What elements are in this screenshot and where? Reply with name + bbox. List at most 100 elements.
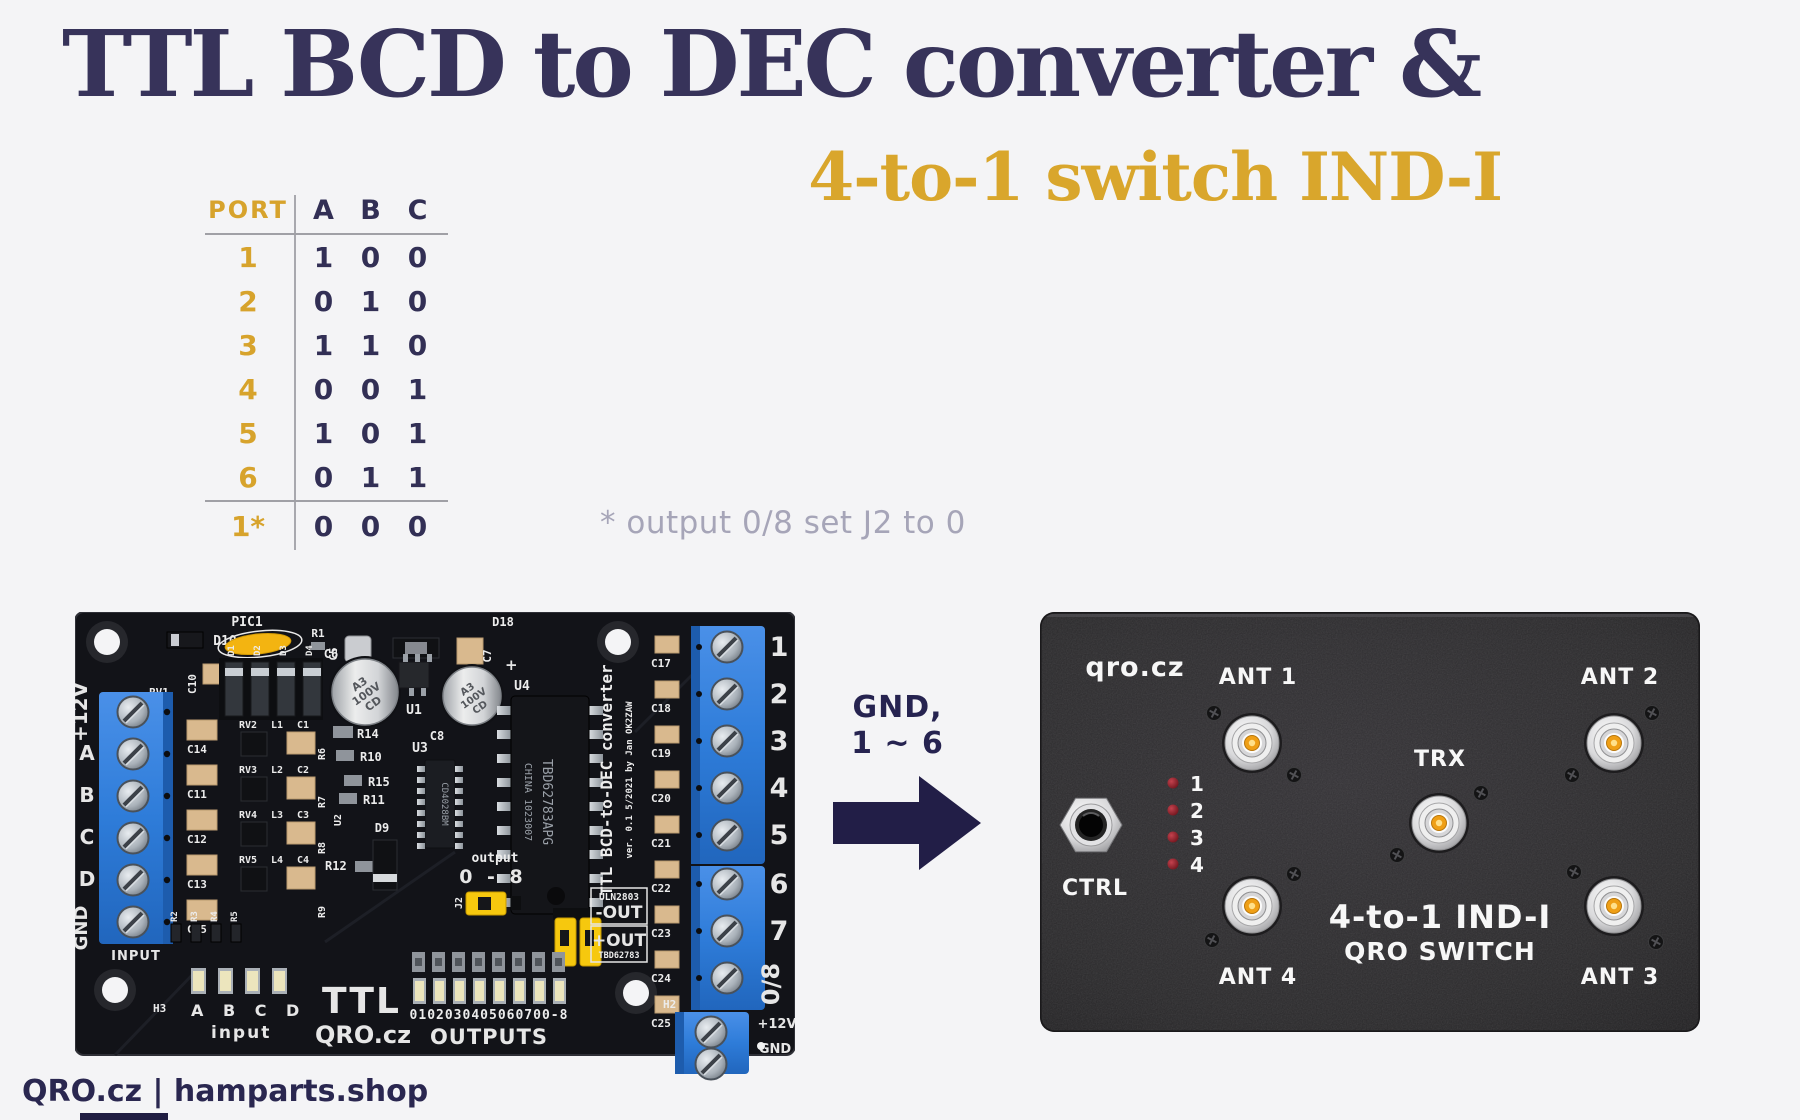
silk-label: R4 — [210, 911, 220, 922]
bit-b: 1 — [360, 284, 381, 318]
silk-label: +OUT — [592, 931, 647, 951]
screw — [1205, 704, 1223, 722]
regulator-u1 — [398, 654, 432, 696]
bit-c: 1 — [407, 416, 428, 450]
output-led-row — [413, 978, 566, 1004]
silk-label: R9 — [317, 906, 328, 918]
diode-band — [171, 634, 179, 646]
bcd-truth-table: PORT A B C 1 1 0 0 2 0 1 0 3 1 1 0 4 0 0… — [202, 188, 462, 550]
ant4-connector — [1221, 875, 1283, 937]
bit-c: 1 — [407, 372, 428, 406]
silk-label: D1 — [227, 645, 237, 656]
led-indicator-column — [1167, 777, 1179, 870]
model-label: 4-to-1 IND-I — [1329, 898, 1552, 936]
silk-label: C18 — [651, 702, 671, 715]
ctrl-jack — [1059, 797, 1123, 853]
silk-label: D3 — [279, 645, 289, 656]
table-footnote: * output 0/8 set J2 to 0 — [600, 505, 966, 541]
output-pin-label: 0/8 — [757, 963, 785, 1005]
led-label: 1 — [1190, 772, 1205, 796]
col-header-a: A — [313, 194, 334, 226]
trx-connector — [1408, 792, 1470, 854]
input-terminal-block — [99, 692, 173, 944]
port-value: 1* — [230, 509, 266, 543]
silk-label: C4 — [297, 855, 309, 866]
silk-label: U2 — [333, 814, 344, 826]
silk-label: C2 — [297, 765, 309, 776]
silk-label: U4 — [514, 679, 530, 694]
output-pin-label: 2 — [770, 679, 789, 710]
ant1-connector — [1221, 712, 1283, 774]
silk-label: D2 — [253, 645, 263, 656]
driver-silk-box — [590, 887, 648, 963]
silk-label: R11 — [363, 793, 385, 807]
silk-label: R10 — [360, 750, 382, 764]
table-row-default: 1* 0 0 0 — [202, 504, 462, 548]
output-pin-label: 5 — [770, 820, 789, 851]
port-value: 1 — [238, 240, 258, 274]
arrow-annotation-line1: GND, — [852, 690, 943, 725]
bit-c: 0 — [407, 328, 428, 362]
diode-d9 — [372, 839, 398, 891]
silk-label: RV3 — [239, 765, 257, 776]
ant2-connector — [1583, 712, 1645, 774]
silk-label: R8 — [317, 842, 328, 854]
silk-label: L4 — [271, 855, 283, 866]
port-value: 6 — [238, 460, 258, 494]
screw — [1285, 766, 1303, 784]
screw — [1388, 846, 1406, 864]
silk-label: R12 — [325, 859, 347, 873]
port-value: 4 — [238, 372, 258, 406]
input-word-label: input — [211, 1023, 271, 1043]
table-vertical-divider — [294, 195, 296, 550]
brand-label: QRO SWITCH — [1344, 937, 1536, 966]
resistor-r1 — [311, 642, 325, 650]
screw — [1643, 704, 1661, 722]
page-subtitle: 4-to-1 switch IND-I — [808, 138, 1503, 216]
cap-column-2 — [286, 731, 316, 890]
ic-u3: CD4028BM — [417, 759, 463, 849]
silk-label: PIC1 — [231, 615, 262, 630]
table-row: 3 1 1 0 — [202, 323, 462, 367]
table-row: 5 1 0 1 — [202, 411, 462, 455]
table-footer-divider — [205, 500, 448, 502]
silk-label: C19 — [651, 747, 671, 760]
silk-label: D18 — [492, 615, 514, 629]
footer-brand: QRO.cz | hamparts.shop — [22, 1074, 429, 1109]
port-value: 3 — [238, 328, 258, 362]
output-pin-label: +12V — [757, 1017, 795, 1032]
table-header-divider — [205, 233, 448, 235]
bit-a: 1 — [313, 240, 334, 274]
fiducial-dot — [757, 1042, 765, 1050]
trx-label: TRX — [1414, 747, 1466, 772]
silk-label: C21 — [651, 837, 671, 850]
port-value: 5 — [238, 416, 258, 450]
device-edge-highlight — [1045, 614, 1695, 617]
board-version-silk: ver. 0.1 5/2021 by Jan OK2ZAW — [625, 701, 635, 859]
led-label: 4 — [1190, 853, 1205, 877]
jumper-j2 — [465, 891, 521, 916]
screw — [1203, 931, 1221, 949]
output-pin-label: GND — [759, 1042, 792, 1057]
table-header-row: PORT A B C — [202, 188, 462, 232]
outputs-label: OUTPUTS — [430, 1025, 548, 1049]
ant4-label: ANT 4 — [1219, 965, 1297, 990]
silk-label: RV2 — [239, 720, 257, 731]
silk-label: R7 — [317, 796, 328, 808]
input-pin-label: GND — [75, 906, 92, 951]
mounting-hole — [86, 621, 128, 663]
resistor — [336, 750, 354, 761]
bit-a: 0 — [313, 460, 334, 494]
silk-label: D9 — [375, 821, 389, 835]
output-pin-label: 3 — [770, 726, 789, 757]
ttl-label: TTL — [322, 981, 401, 1022]
output-numbers-silk: 0102030405060700-8 — [410, 1008, 569, 1023]
chip-marking: CD4028BM — [439, 782, 449, 826]
table-row: 6 0 1 1 — [202, 455, 462, 499]
screw — [1285, 865, 1303, 883]
mounting-hole — [94, 969, 136, 1011]
silk-label: C20 — [651, 792, 671, 805]
bit-b: 0 — [360, 240, 381, 274]
resistor — [339, 793, 357, 804]
arrow-annotation-line2: 1 ~ 6 — [851, 726, 944, 761]
